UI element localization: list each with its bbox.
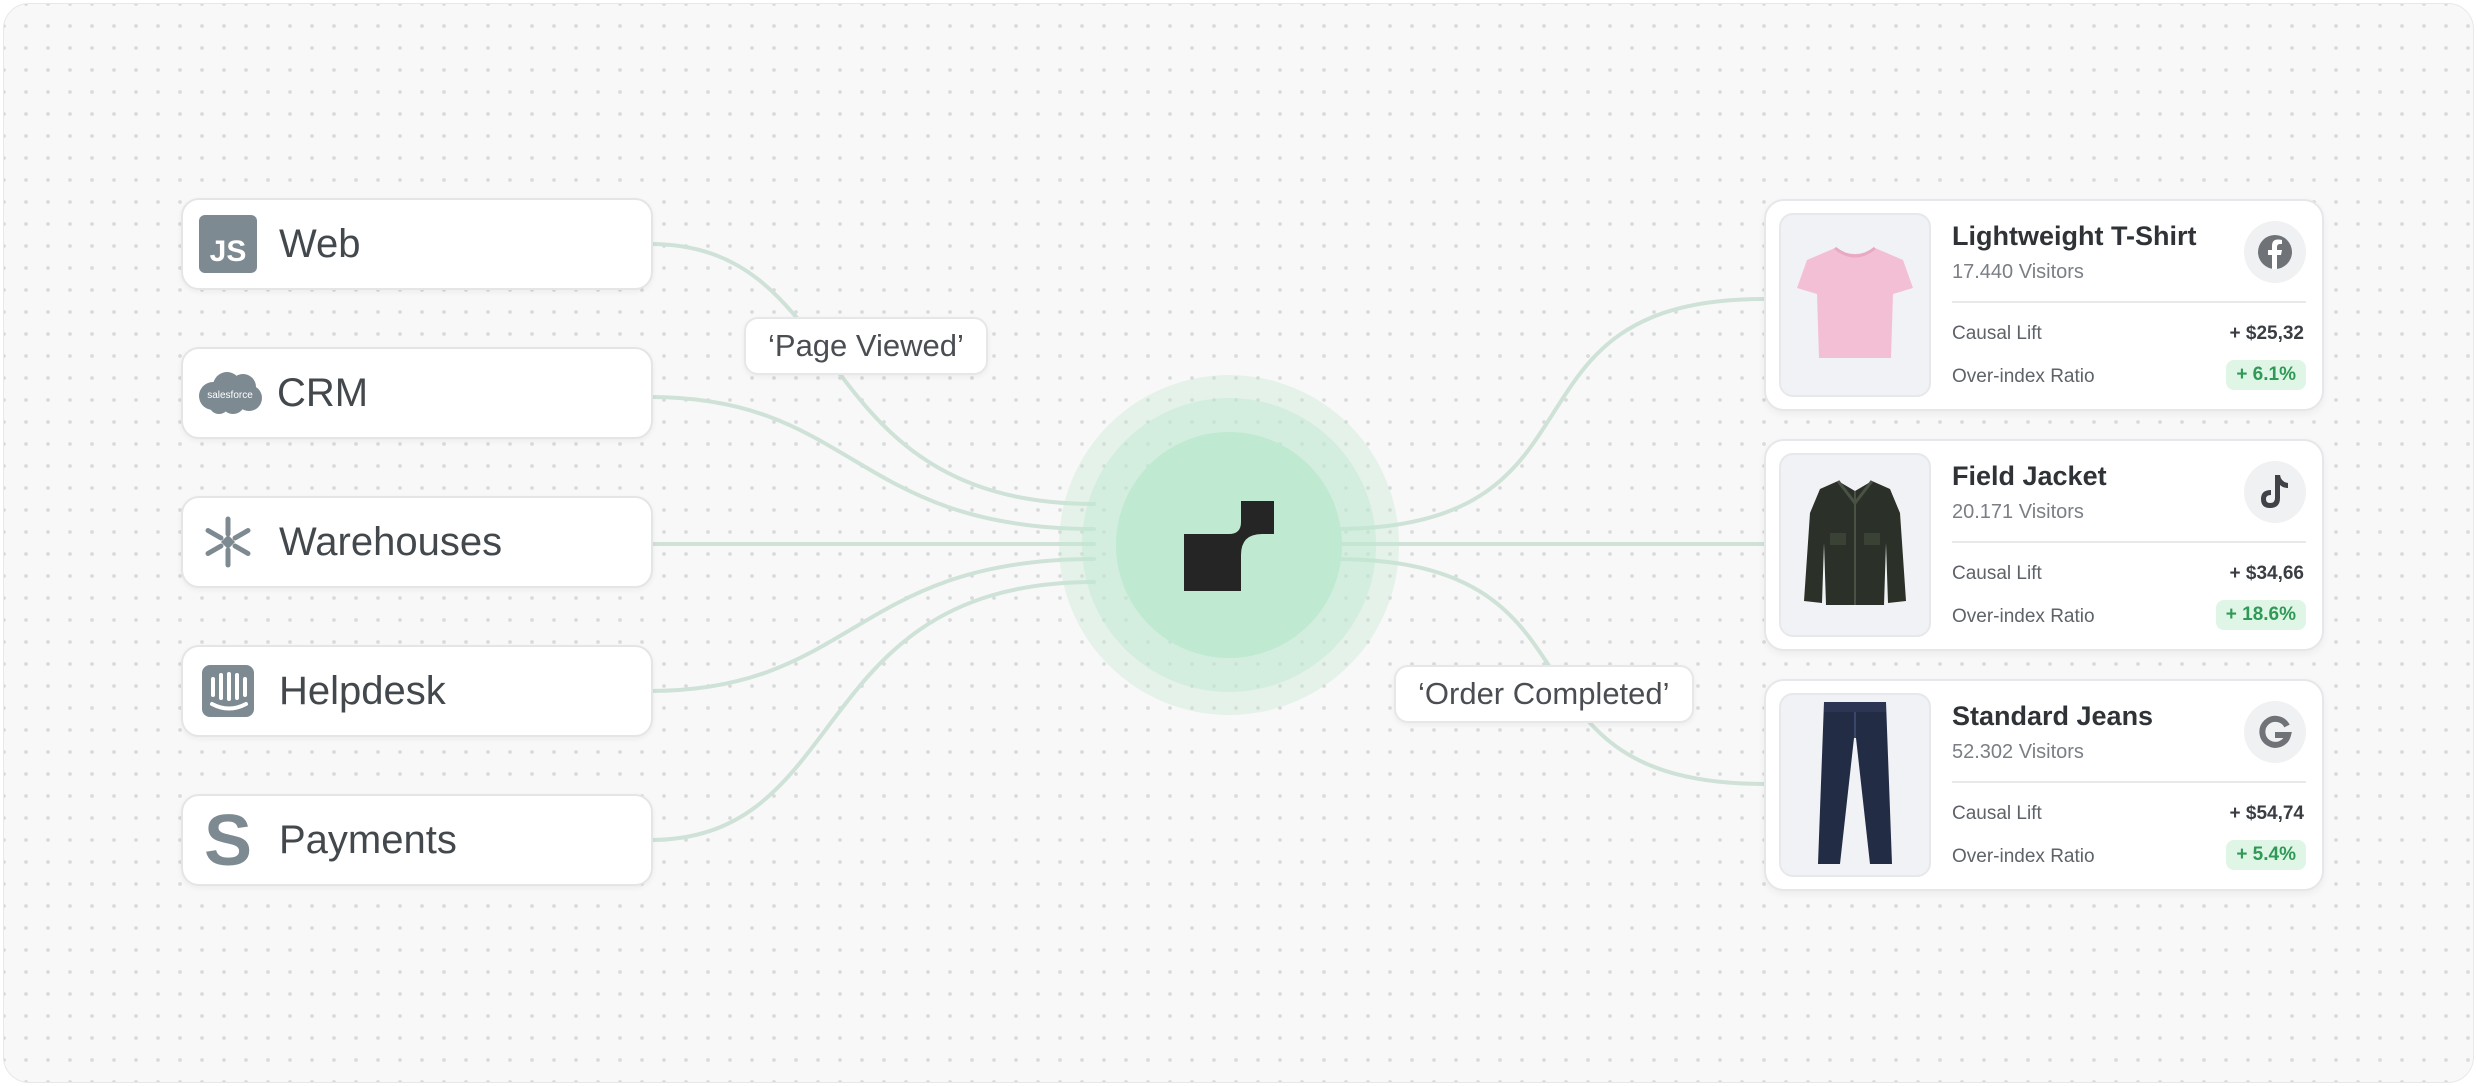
product-card-tshirt[interactable]: Lightweight T-Shirt 17.440 Visitors Caus… [1764, 199, 2324, 411]
product-title: Field Jacket [1952, 461, 2107, 491]
causal-lift-label: Causal Lift [1952, 563, 2042, 584]
stripe-icon: S [199, 809, 257, 871]
tshirt-icon [1795, 238, 1915, 373]
source-helpdesk: Helpdesk [181, 645, 653, 737]
source-crm: salesforce CRM [181, 347, 653, 439]
jeans-icon [1810, 698, 1900, 873]
hub-logo-icon [1184, 501, 1274, 596]
causal-lift-label: Causal Lift [1952, 803, 2042, 824]
connector-tshirt [1332, 297, 1766, 531]
product-title: Lightweight T-Shirt [1952, 221, 2197, 251]
connector-crm [648, 395, 1096, 531]
product-card-jeans[interactable]: Standard Jeans 52.302 Visitors Causal Li… [1764, 679, 2324, 891]
diagram-canvas: JS Web salesforce CRM [3, 3, 2474, 1083]
intercom-icon [199, 662, 257, 720]
svg-text:JS: JS [210, 235, 247, 268]
causal-lift-value: + $34,66 [2229, 563, 2305, 584]
ratio-badge: + 5.4% [2226, 840, 2306, 870]
event-label-order-completed: ‘Order Completed’ [1394, 665, 1694, 723]
card-divider [1952, 301, 2306, 303]
product-image [1779, 693, 1931, 877]
ratio-label: Over-index Ratio [1952, 846, 2095, 867]
causal-lift-label: Causal Lift [1952, 323, 2042, 344]
card-divider [1952, 781, 2306, 783]
product-card-jacket[interactable]: Field Jacket 20.171 Visitors Causal Lift… [1764, 439, 2324, 651]
tiktok-icon [2244, 461, 2306, 523]
source-label: Warehouses [279, 519, 503, 564]
source-payments: S Payments [181, 794, 653, 886]
source-label: Payments [279, 817, 457, 862]
card-divider [1952, 541, 2306, 543]
source-label: Helpdesk [279, 668, 446, 713]
javascript-icon: JS [199, 215, 257, 273]
connector-lines [648, 242, 1766, 842]
jacket-icon [1800, 473, 1910, 618]
google-icon [2244, 701, 2306, 763]
causal-lift-value: + $25,32 [2229, 323, 2305, 344]
product-visitors: 17.440 Visitors [1952, 261, 2084, 283]
product-visitors: 20.171 Visitors [1952, 501, 2084, 523]
ratio-badge: + 6.1% [2226, 360, 2306, 390]
svg-text:S: S [204, 809, 252, 871]
causal-lift-value: + $54,74 [2229, 803, 2305, 824]
product-visitors: 52.302 Visitors [1952, 741, 2084, 763]
connector-payments [648, 580, 1096, 842]
svg-text:salesforce: salesforce [207, 390, 253, 401]
snowflake-icon [199, 513, 257, 571]
product-title: Standard Jeans [1952, 701, 2154, 731]
salesforce-icon: salesforce [197, 364, 263, 422]
source-label: CRM [277, 370, 369, 415]
product-image [1779, 213, 1931, 397]
source-warehouses: Warehouses [181, 496, 653, 588]
source-web: JS Web [181, 198, 653, 290]
source-label: Web [279, 221, 361, 266]
ratio-label: Over-index Ratio [1952, 606, 2095, 627]
event-label-page-viewed: ‘Page Viewed’ [744, 317, 988, 375]
ratio-badge: + 18.6% [2215, 600, 2306, 630]
product-image [1779, 453, 1931, 637]
ratio-label: Over-index Ratio [1952, 366, 2095, 387]
facebook-icon [2244, 221, 2306, 283]
connector-helpdesk [648, 557, 1096, 693]
